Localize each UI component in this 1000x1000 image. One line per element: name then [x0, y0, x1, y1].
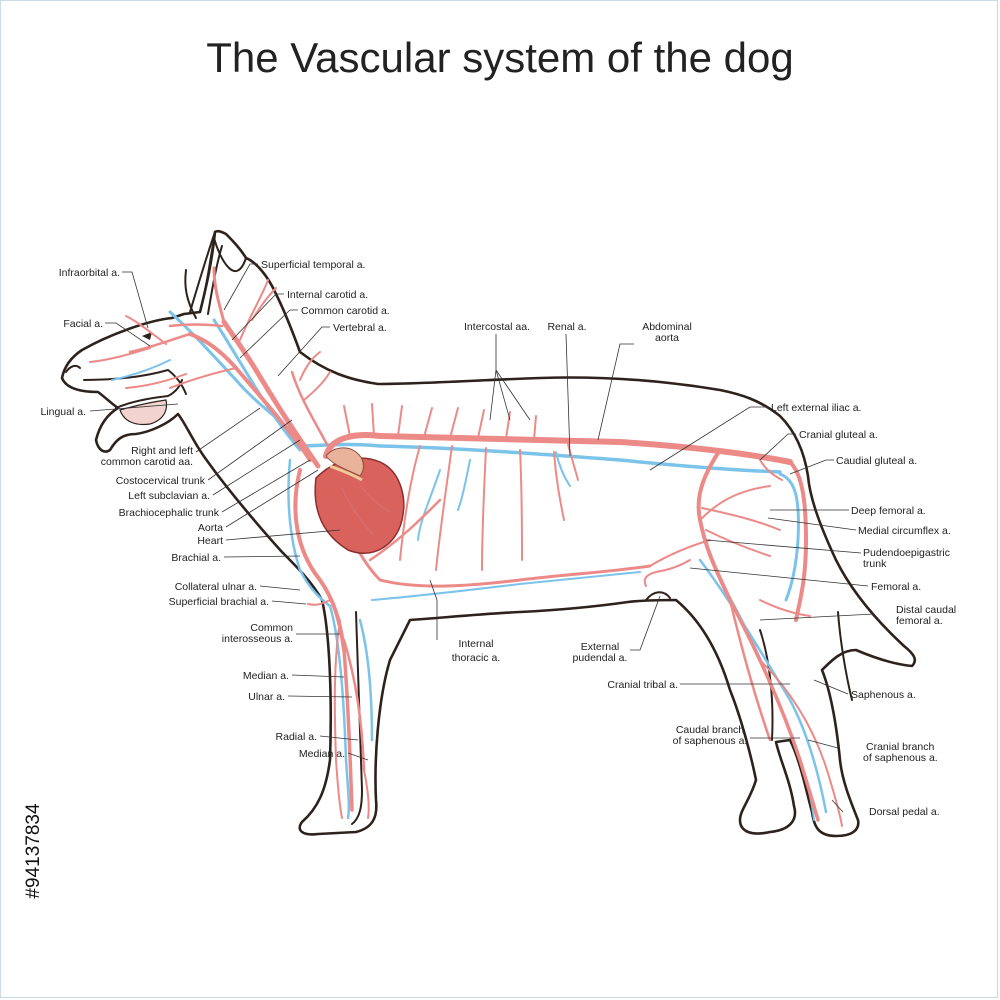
label-collateral-ulnar: Collateral ulnar a.: [175, 581, 257, 593]
labels-right: Left external iliac a. Cranial gluteal a…: [771, 402, 956, 818]
label-superficial-temporal: Superficial temporal a.: [261, 259, 365, 271]
label-external-pudendal-2: pudendal a.: [573, 652, 628, 664]
label-infraorbital: Infraorbital a.: [59, 267, 120, 279]
label-pudendoepigastric-1: Pudendoepigastric: [863, 547, 950, 559]
label-brachial: Brachial a.: [171, 552, 221, 564]
label-caudal-branch-saphenous-2: of saphenous a.: [673, 735, 748, 747]
label-left-external-iliac: Left external iliac a.: [771, 402, 861, 414]
label-radial: Radial a.: [276, 731, 317, 743]
label-dorsal-pedal: Dorsal pedal a.: [869, 806, 940, 818]
label-internal-thoracic-1: Internal: [458, 638, 493, 650]
label-distal-caudal-femoral-2: femoral a.: [896, 615, 943, 627]
labels-left: Infraorbital a. Facial a. Lingual a. Rig…: [40, 267, 345, 760]
label-internal-carotid: Internal carotid a.: [287, 289, 368, 301]
label-caudal-branch-saphenous-1: Caudal branch: [676, 724, 744, 736]
label-pudendoepigastric-2: trunk: [863, 558, 887, 570]
label-lingual: Lingual a.: [40, 406, 86, 418]
label-internal-thoracic-2: thoracic a.: [452, 652, 500, 664]
label-renal: Renal a.: [547, 321, 586, 333]
label-ulnar: Ulnar a.: [248, 691, 285, 703]
label-median-1: Median a.: [243, 670, 289, 682]
label-superficial-brachial: Superficial brachial a.: [169, 596, 269, 608]
label-cranial-gluteal: Cranial gluteal a.: [799, 429, 878, 441]
label-femoral: Femoral a.: [871, 581, 921, 593]
label-common-interosseous-1: Common: [250, 622, 293, 634]
label-abdominal-aorta-1: Abdominal: [642, 321, 692, 333]
label-distal-caudal-femoral-1: Distal caudal: [896, 604, 956, 616]
label-cranial-tribal: Cranial tribal a.: [607, 679, 678, 691]
labels-top: Superficial temporal a. Internal carotid…: [261, 259, 692, 344]
heart: [314, 447, 405, 554]
label-costocervical: Costocervical trunk: [116, 475, 206, 487]
label-medial-circumflex: Medial circumflex a.: [858, 525, 951, 537]
label-heart: Heart: [197, 535, 223, 547]
diagram-title: The Vascular system of the dog: [206, 34, 794, 81]
label-vertebral: Vertebral a.: [333, 322, 387, 334]
label-saphenous: Saphenous a.: [851, 689, 916, 701]
label-aorta: Aorta: [198, 522, 223, 534]
labels-middle: Internal thoracic a. External pudendal a…: [452, 638, 748, 747]
label-cranial-branch-saphenous-1: Cranial branch: [866, 741, 934, 753]
label-facial: Facial a.: [63, 318, 103, 330]
label-intercostal: Intercostal aa.: [464, 321, 530, 333]
label-common-carotid: Common carotid a.: [301, 305, 390, 317]
label-right-left-carotid-2: common carotid aa.: [101, 456, 193, 468]
label-external-pudendal-1: External: [581, 641, 620, 653]
leader-lines: [89, 263, 875, 813]
label-cranial-branch-saphenous-2: of saphenous a.: [863, 752, 938, 764]
label-right-left-carotid-1: Right and left: [131, 445, 193, 457]
label-common-interosseous-2: interosseous a.: [222, 633, 293, 645]
label-left-subclavian: Left subclavian a.: [128, 490, 210, 502]
label-brachiocephalic: Brachiocephalic trunk: [119, 507, 220, 519]
label-caudial-gluteal: Caudial gluteal a.: [836, 455, 917, 467]
label-abdominal-aorta-2: aorta: [655, 332, 679, 344]
label-deep-femoral: Deep femoral a.: [851, 505, 926, 517]
label-median-2: Median a.: [299, 748, 345, 760]
